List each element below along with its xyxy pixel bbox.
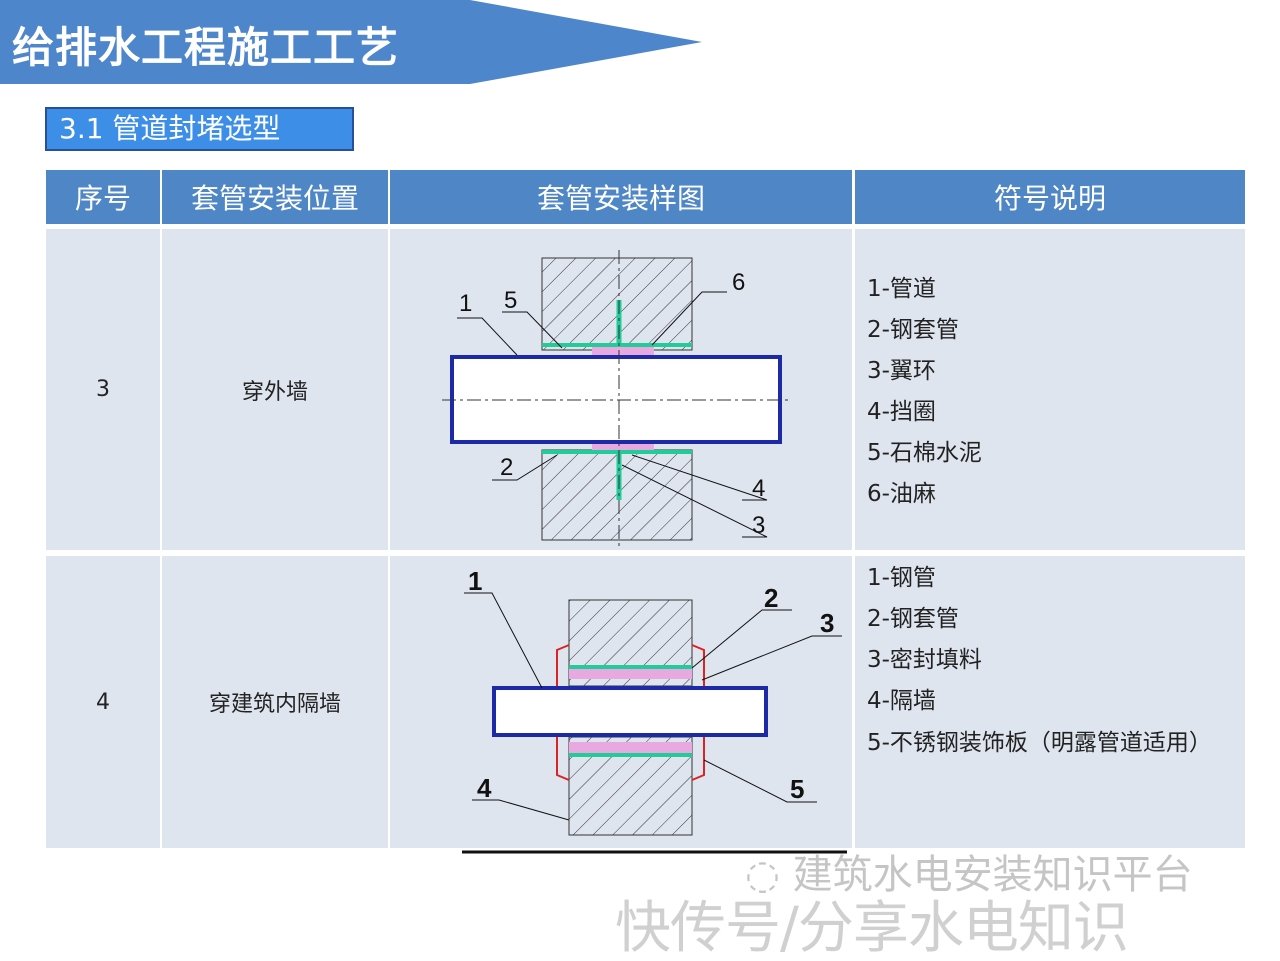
legend-item: 1-钢管 [867,565,936,591]
callout-3: 3 [752,512,765,539]
legend-list: 1-钢管 2-钢套管 3-密封填料 4-隔墙 5-不锈钢装饰板（明露管道适用） [855,556,1245,848]
title-banner [0,0,702,84]
legend-item: 3-密封填料 [867,647,982,673]
col-header-no: 序号 [46,170,160,224]
watermark-platform: ◌ 建筑水电安装知识平台 [745,854,1193,896]
legend-item: 5-不锈钢装饰板（明露管道适用） [867,730,1212,756]
legend-item: 6-油麻 [867,481,936,507]
legend-item: 3-翼环 [867,358,936,384]
row-position: 穿外墙 [162,229,388,550]
row-position: 穿建筑内隔墙 [162,556,388,848]
callout-5: 5 [790,774,804,804]
watermark-text: 建筑水电安装知识平台 [792,852,1193,898]
wechat-icon: ◌ [745,852,793,898]
row-no: 4 [46,556,160,848]
callout-1: 1 [459,290,472,317]
callout-4: 4 [752,475,765,502]
callout-3: 3 [820,608,834,638]
col-header-drawing: 套管安装样图 [390,170,852,224]
callout-2: 2 [764,583,778,613]
legend-item: 4-隔墙 [867,688,936,714]
callout-1: 1 [468,566,482,596]
legend-item: 2-钢套管 [867,606,959,632]
col-header-position: 套管安装位置 [162,170,388,224]
legend-item: 4-挡圈 [867,399,936,425]
drawing-partition-wall: 1 2 3 4 5 [390,556,852,854]
row-no: 3 [46,229,160,550]
page-title: 给排水工程施工工艺 [12,23,400,72]
callout-4: 4 [477,773,492,803]
legend-item: 1-管道 [867,276,936,302]
legend-item: 5-石棉水泥 [867,440,982,466]
drawing-outer-wall: 1 5 6 2 4 3 [390,229,852,550]
callout-6: 6 [732,269,745,296]
callout-5: 5 [504,287,517,314]
section-title: 3.1 管道封堵选型 [45,107,354,151]
col-header-legend: 符号说明 [855,170,1245,224]
watermark-source: 快传号/分享水电知识 [615,896,1129,961]
legend-item: 2-钢套管 [867,317,959,343]
callout-2: 2 [500,454,513,481]
legend-list: 1-管道 2-钢套管 3-翼环 4-挡圈 5-石棉水泥 6-油麻 [855,229,1245,550]
